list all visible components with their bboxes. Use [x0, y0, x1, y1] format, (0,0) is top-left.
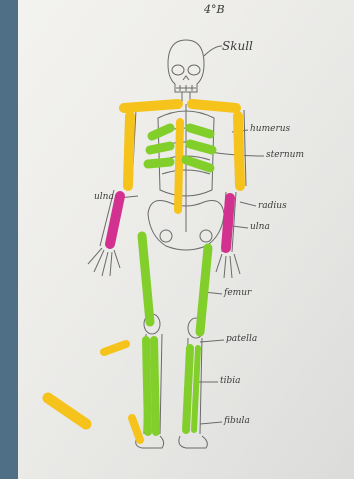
label-fibula: fibula [224, 417, 250, 426]
label-tibia: tibia [220, 377, 241, 386]
label-humerus: humerus [250, 125, 290, 134]
label-skull: Skull [222, 40, 253, 52]
label-ulna-left: ulna [94, 193, 114, 202]
heading-label: 4°B [204, 4, 225, 15]
label-ulna-right: ulna [250, 223, 270, 232]
label-patella: patella [226, 335, 257, 344]
label-sternum: sternum [266, 151, 304, 160]
label-radius: radius [258, 202, 287, 211]
label-femur: femur [224, 289, 251, 298]
